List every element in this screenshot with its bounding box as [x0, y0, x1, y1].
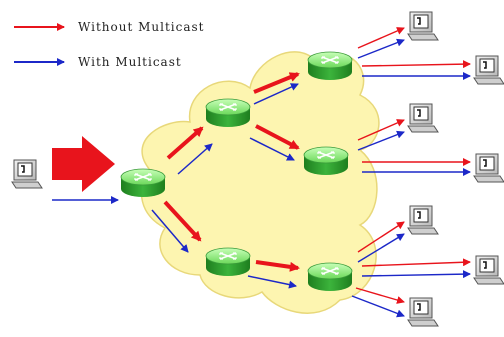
computer-icon — [473, 55, 504, 85]
router-icon — [307, 51, 353, 80]
source-computer — [11, 159, 43, 189]
blue-link-r3-r6 — [247, 275, 297, 289]
blue-out-7 — [351, 295, 405, 318]
router-icon — [205, 247, 251, 276]
red-out-5 — [357, 221, 405, 253]
red-out-3 — [357, 119, 405, 141]
red-link-r1-r3 — [163, 200, 202, 242]
computer-icon — [473, 255, 504, 285]
computer-icon — [407, 297, 439, 327]
red-link-r3-r6 — [255, 260, 300, 272]
computer-icon — [407, 11, 439, 41]
router-icon — [307, 262, 353, 291]
legend: Without Multicast With Multicast — [14, 20, 204, 69]
legend-without-label: Without Multicast — [78, 20, 204, 34]
legend-with-label: With Multicast — [78, 55, 182, 69]
red-out-7 — [355, 287, 405, 304]
red-link-r1-r2 — [166, 126, 204, 160]
router-icon — [120, 168, 166, 197]
blue-out-6 — [361, 270, 471, 279]
router-icon — [303, 146, 349, 175]
network-cloud — [140, 51, 380, 314]
blue-out-1 — [357, 38, 405, 59]
blue-out-5 — [357, 233, 405, 263]
blue-out-3 — [357, 130, 405, 151]
red-out-1 — [357, 27, 405, 49]
routers — [120, 51, 353, 291]
red-out-2 — [361, 60, 471, 69]
blue-link-r1-r2 — [177, 143, 213, 175]
red-out-6 — [361, 258, 471, 267]
computer-icon — [407, 103, 439, 133]
router-icon — [205, 98, 251, 127]
internal-links — [151, 72, 300, 289]
blue-link-r2-r5 — [249, 137, 295, 161]
computer-icon — [473, 153, 504, 183]
blue-link-r2-r4 — [253, 83, 299, 105]
outgoing-links — [351, 27, 471, 318]
computer-icon — [11, 159, 43, 189]
destination-computers — [407, 11, 504, 327]
computer-icon — [407, 205, 439, 235]
source-unicast-arrow — [52, 136, 115, 192]
red-link-r2-r5 — [255, 124, 300, 150]
blue-link-r1-r3 — [151, 209, 189, 253]
red-link-r2-r4 — [253, 72, 300, 94]
